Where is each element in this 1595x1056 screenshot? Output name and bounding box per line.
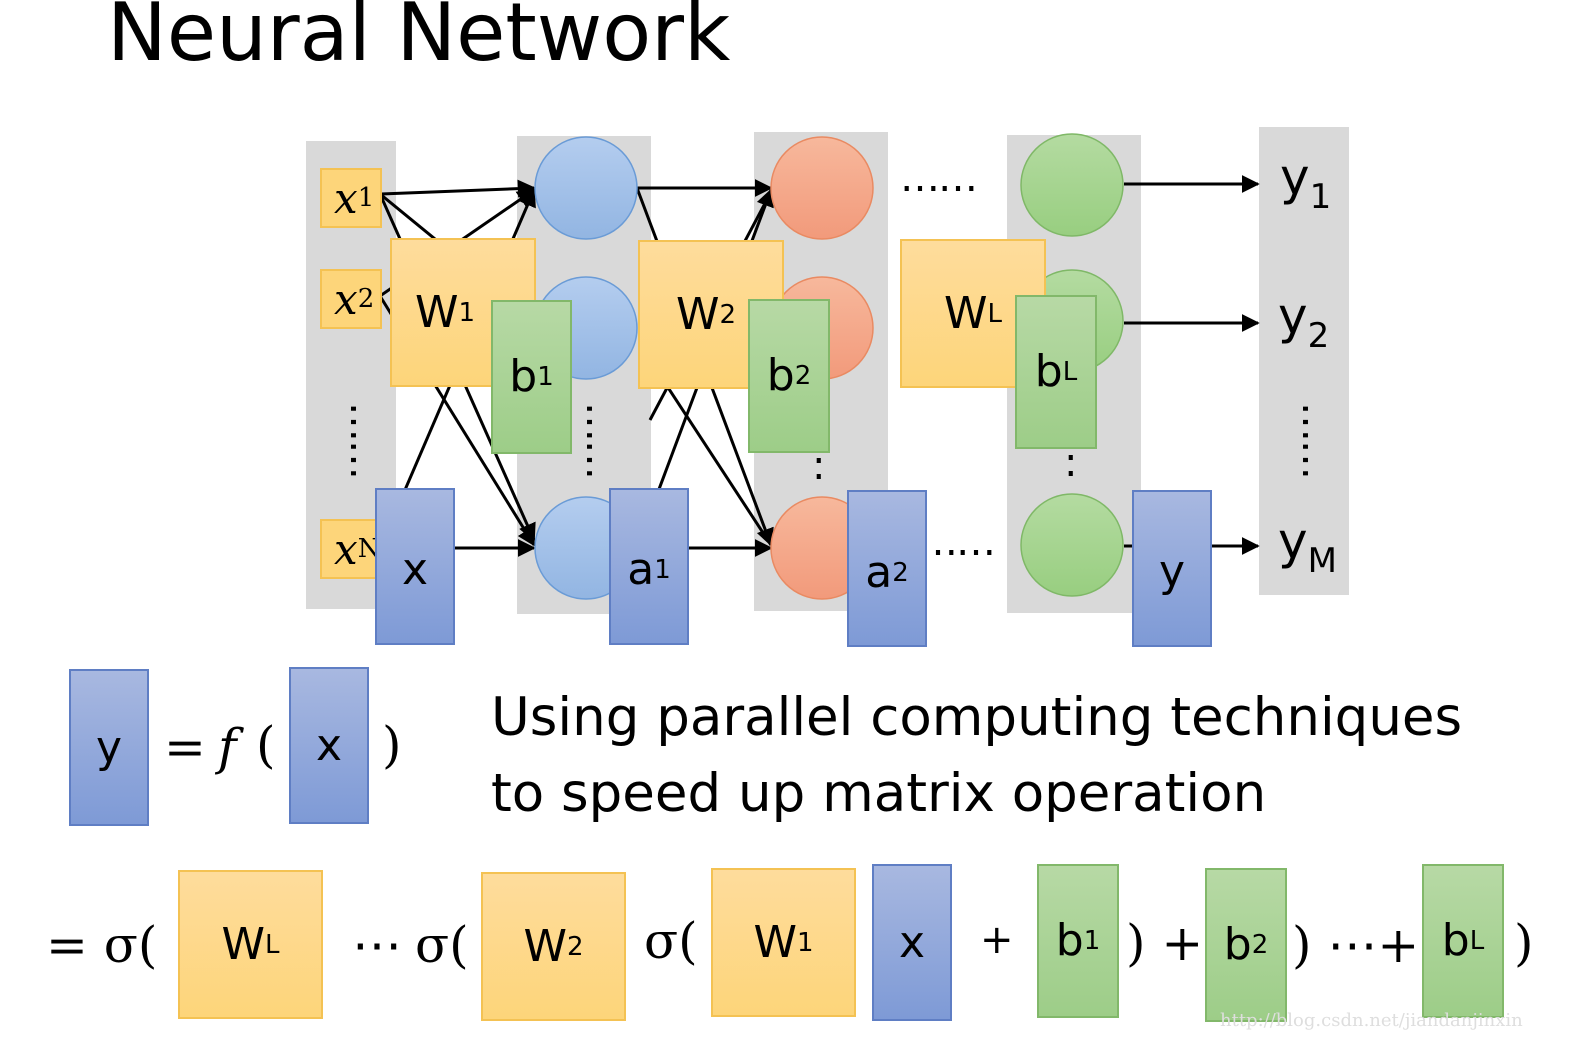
layer1-vertical-dots: …… [577,402,623,478]
eq1-equals: = [164,718,206,776]
eq2-wL-base: W [221,918,265,970]
page-title: Neural Network [107,0,731,79]
output-y2: y2 [1278,291,1329,353]
output-y1-base: y [1280,148,1310,206]
output-yM-sub: M [1307,541,1337,581]
neuron-layerL-1 [1020,133,1124,237]
output-y1: y1 [1280,152,1331,214]
eq1-y-label: y [95,721,123,773]
eq1-f: f [218,722,237,772]
bottom-horizontal-dots: …… [918,519,996,565]
eq2-close-plus1: ) + [1126,914,1204,972]
input-vertical-dots: …… [341,402,387,478]
eq2-dots1: ⋯ [352,916,402,974]
vector-y-label: y [1158,545,1186,597]
bL-base: b [1034,346,1063,397]
output-yM: yM [1278,516,1337,578]
eq1-close-paren: ) [382,716,402,774]
eq2-sigma2: σ( [415,916,469,974]
w1-base: W [414,286,459,338]
b2-base: b [766,350,795,401]
eq2-plus1: + [980,917,1014,963]
eq2-x-label: x [898,916,926,968]
eq2-close-dots: ) ⋯+ [1292,916,1420,974]
output-yM-base: y [1278,512,1308,570]
output-y1-sub: 1 [1309,177,1332,217]
vector-y: y [1132,490,1212,647]
vector-x-label: x [401,543,429,595]
vector-x: x [375,488,455,645]
a2-base: a [865,546,893,598]
eq2-b2-base: b [1223,919,1252,970]
w2-base: W [675,288,720,340]
eq2-w2-base: W [523,920,567,972]
output-layer-panel [1259,127,1349,595]
top-horizontal-dots: …… [900,155,978,201]
eq1-open-paren: ( [256,716,276,774]
output-vertical-dots: …… [1293,402,1339,478]
input-x2-base: x [334,274,358,324]
b1-base: b [509,351,538,402]
watermark: http://blog.csdn.net/jiandanjinxin [1220,1010,1523,1031]
output-y2-sub: 2 [1307,316,1330,356]
layerL-vertical-dots: : [1064,440,1078,486]
eq1-x-box: x [289,667,369,824]
eq2-x-box: x [872,864,952,1021]
eq1-y-box: y [69,669,149,826]
input-xN-base: x [334,524,358,574]
output-y2-base: y [1278,287,1308,345]
caption-line1: Using parallel computing techniques [491,687,1463,748]
neuron-layer1-1 [534,136,638,240]
wL-base: W [943,287,988,339]
eq2-w1-base: W [753,916,797,968]
eq1-f-label: f [218,718,237,776]
eq2-sigma3: σ( [644,912,698,970]
eq2-equals-sigma: = σ( [46,916,158,974]
a1-base: a [627,543,655,595]
neuron-layer2-1 [770,136,874,240]
eq2-bL-base: b [1441,915,1470,966]
input-x1-base: x [334,173,358,223]
eq2-b1-base: b [1055,915,1084,966]
eq2-close-end: ) [1514,914,1534,972]
eq1-x-label: x [315,719,343,771]
layer2-vertical-dots: : [812,443,826,489]
neuron-layerL-n [1020,493,1124,597]
caption: Using parallel computing techniques to s… [491,680,1462,832]
caption-line2: to speed up matrix operation [491,763,1267,824]
